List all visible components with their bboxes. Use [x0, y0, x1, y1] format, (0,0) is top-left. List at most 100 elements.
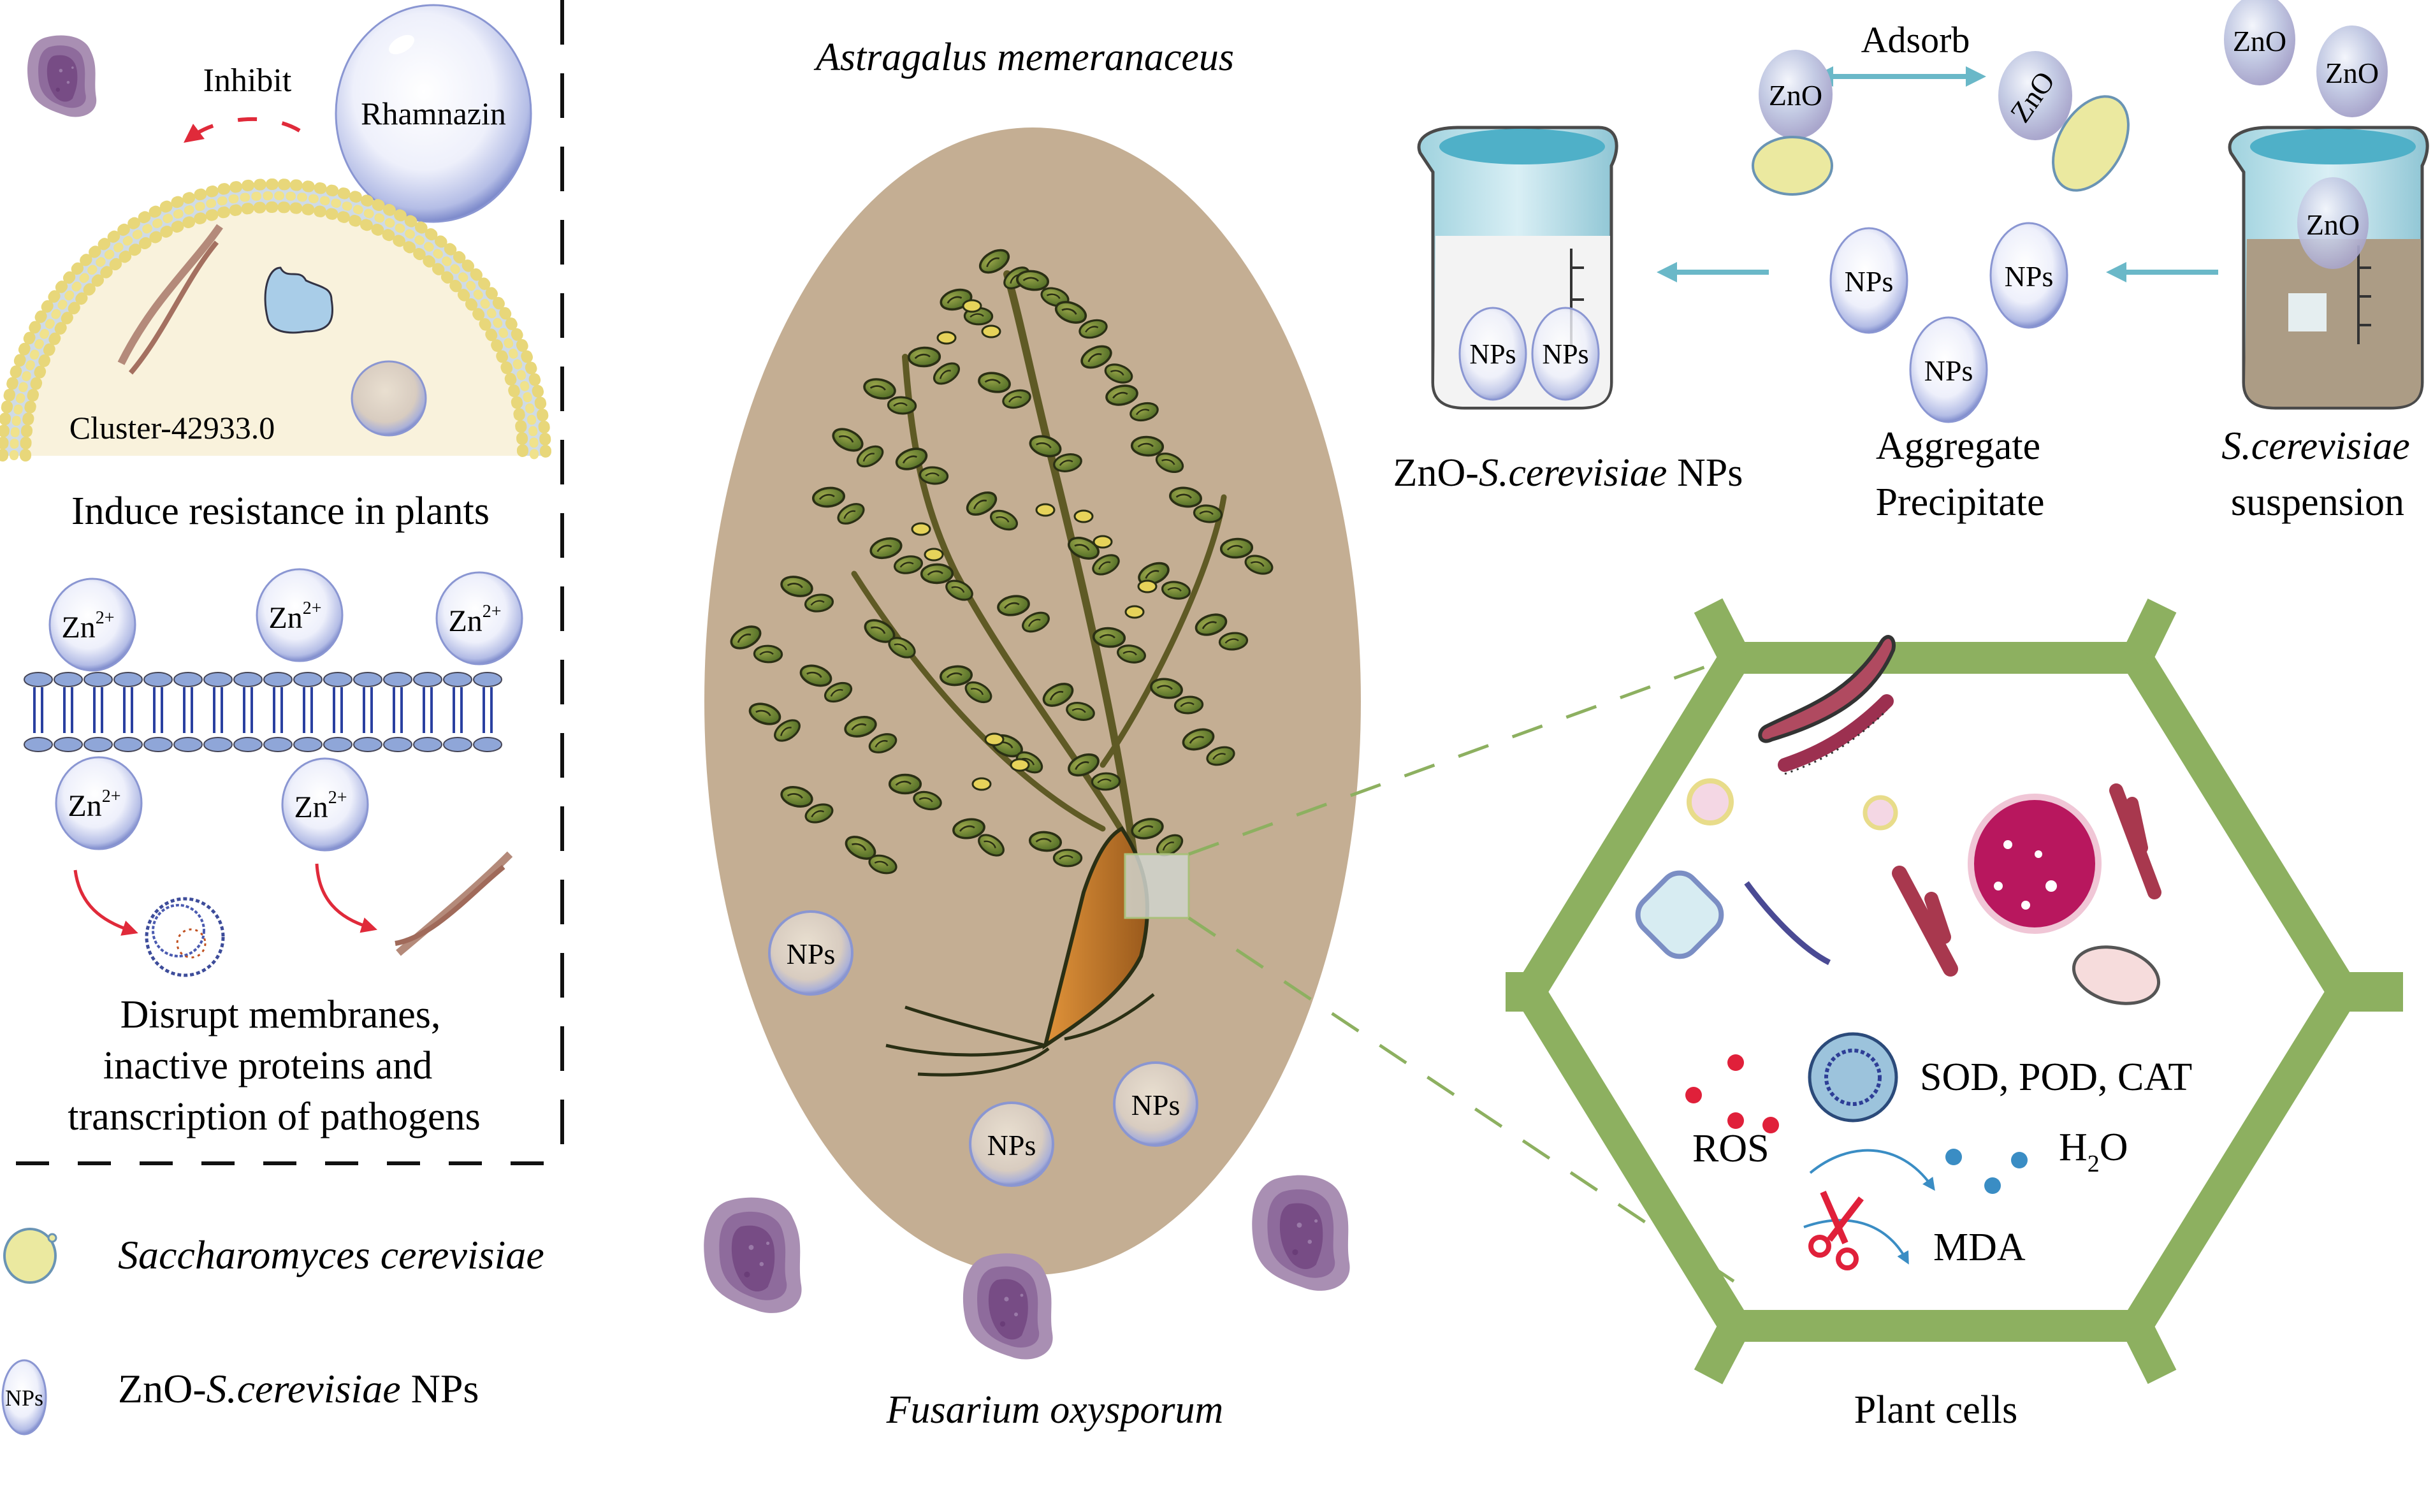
svg-text:Zn2+: Zn2+	[294, 788, 347, 824]
leaflet-icon	[920, 563, 954, 585]
flower-icon	[1035, 503, 1056, 517]
leaflet-icon	[887, 395, 917, 416]
vesicle-icon	[1687, 778, 1734, 825]
svg-text:Zn2+: Zn2+	[448, 602, 501, 638]
mitochondria-icon	[1892, 783, 2161, 977]
pathogen-caption: Fusarium oxysporum	[886, 1388, 1224, 1432]
phospholipid	[24, 672, 53, 752]
flower-icon	[962, 299, 982, 313]
mda-label: MDA	[1933, 1226, 2026, 1269]
zno-float-2: ZnO	[2316, 25, 2388, 117]
plant-species-title: Astragalus memeranaceus	[813, 36, 1234, 79]
induce-resistance-caption: Induce resistance in plants	[71, 490, 490, 533]
flower-icon	[981, 324, 1001, 338]
cell-membrane-illustration: Cluster-42933.0	[0, 178, 551, 462]
aggregate-np-3: NPs	[1909, 316, 1988, 423]
legend-np-label: ZnO-S.cerevisiae NPs	[118, 1366, 479, 1411]
zn-to-protein-arrow	[73, 869, 138, 936]
phospholipid	[203, 672, 233, 752]
zn-ion-bottom-2: Zn2+	[281, 757, 369, 852]
yeast-cell-icon	[3, 1228, 57, 1284]
inhibit-arrow	[183, 117, 301, 143]
synthesis-panel: Adsorb ZnO ZnO ZnO ZnO	[1393, 0, 2429, 524]
aggregate-caption-line-1: Aggregate	[1876, 425, 2040, 468]
phospholipid	[443, 672, 472, 752]
disrupt-caption-line-2: inactive proteins and	[103, 1044, 433, 1087]
aggregate-caption-line-2: Precipitate	[1875, 481, 2044, 524]
flower-icon	[924, 548, 944, 562]
product-beaker: NPs NPs	[1417, 126, 1618, 410]
flower-icon	[971, 777, 992, 791]
leaflet-icon	[753, 644, 783, 664]
lipid-bilayer-icon	[24, 672, 502, 752]
dna-helix-icon	[395, 851, 513, 956]
rhamnazin-label: Rhamnazin	[361, 96, 506, 131]
svg-text:NPs: NPs	[1542, 338, 1588, 370]
nucleus-icon	[1968, 794, 2102, 934]
ros-to-h2o-arrow	[1809, 1149, 1935, 1191]
plant-cells-caption: Plant cells	[1854, 1388, 2018, 1432]
phospholipid	[143, 672, 173, 752]
svg-text:NPs: NPs	[987, 1129, 1036, 1161]
flower-icon	[1093, 535, 1113, 549]
adsorb-label: Adsorb	[1861, 19, 1970, 61]
plant-cell-panel: SOD, POD, CAT ROS H2O MDA Plant cells	[1506, 598, 2403, 1432]
left-panel: Inhibit Rhamnazin Cluster-42933.0 Induce…	[0, 0, 564, 1165]
phospholipid	[54, 672, 83, 752]
phospholipid	[413, 672, 442, 752]
svg-text:ZnO: ZnO	[2233, 25, 2286, 57]
svg-text:NPs: NPs	[787, 938, 836, 970]
leaflet-icon	[888, 773, 922, 795]
cell-wall-stub	[1694, 1318, 1750, 1385]
enzymes-label: SOD, POD, CAT	[1920, 1056, 2192, 1099]
svg-text:NPs: NPs	[5, 1385, 43, 1411]
nanoparticle-icon	[1, 1359, 47, 1436]
leaflet-icon	[1052, 848, 1083, 868]
svg-text:Zn2+: Zn2+	[68, 787, 120, 823]
ros-molecules-icon	[1685, 1054, 1779, 1133]
fusarium-pathogen-3	[1252, 1175, 1350, 1291]
zno-float-1: ZnO	[2224, 0, 2295, 85]
svg-text:NPs: NPs	[2005, 260, 2054, 293]
svg-text:ZnO: ZnO	[1769, 79, 1822, 112]
legend-item-yeast: Saccharomyces cerevisiae	[3, 1228, 544, 1284]
center-panel: Astragalus memeranaceus NPs	[704, 36, 1735, 1432]
zn-ion-top-3: Zn2+	[435, 571, 523, 665]
soil-np-1: NPs	[768, 910, 853, 996]
soil-np-2: NPs	[969, 1101, 1054, 1187]
svg-text:NPs: NPs	[1924, 354, 1973, 387]
golgi-icon	[1758, 635, 1896, 775]
scissors-icon	[1808, 1190, 1864, 1270]
legend-yeast-label: Saccharomyces cerevisiae	[118, 1232, 544, 1277]
zno-left: ZnO	[1759, 50, 1833, 139]
legend-item-nanoparticles: NPs ZnO-S.cerevisiae NPs	[1, 1359, 479, 1436]
zno-right: ZnO	[1998, 51, 2072, 140]
phospholipid	[383, 672, 412, 752]
leaflet-icon	[1091, 771, 1121, 792]
zn-ion-top-2: Zn2+	[256, 568, 344, 662]
phospholipid	[353, 672, 382, 752]
chloroplast-icon	[2072, 945, 2161, 1005]
suspension-caption-line-1: S.cerevisiae	[2221, 425, 2410, 468]
inhibit-label: Inhibit	[203, 62, 292, 99]
ros-label: ROS	[1692, 1127, 1769, 1170]
zn-to-dna-arrow	[315, 863, 377, 933]
product-np-2: NPs	[1531, 307, 1600, 401]
fusarium-pathogen-2	[962, 1253, 1053, 1360]
dna-icon	[117, 224, 223, 365]
aggregate-np-2: NPs	[1989, 222, 2068, 329]
leaflet-icon	[907, 345, 941, 368]
cell-wall-stub	[2122, 1318, 2177, 1385]
flower-icon	[984, 732, 1005, 746]
zn-ion-bottom-1: Zn2+	[55, 756, 143, 850]
yeast-cell-left	[1752, 136, 1833, 196]
vesicle-icon	[1863, 795, 1898, 831]
svg-text:ZnO: ZnO	[2325, 57, 2379, 89]
water-molecules-icon	[1945, 1149, 2028, 1194]
ros-to-mda-arrow	[1803, 1219, 1909, 1265]
cluster-label: Cluster-42933.0	[69, 410, 275, 446]
protein-structure-icon	[145, 897, 225, 977]
disrupt-caption-line-3: transcription of pathogens	[68, 1095, 480, 1138]
phospholipid	[233, 672, 263, 752]
